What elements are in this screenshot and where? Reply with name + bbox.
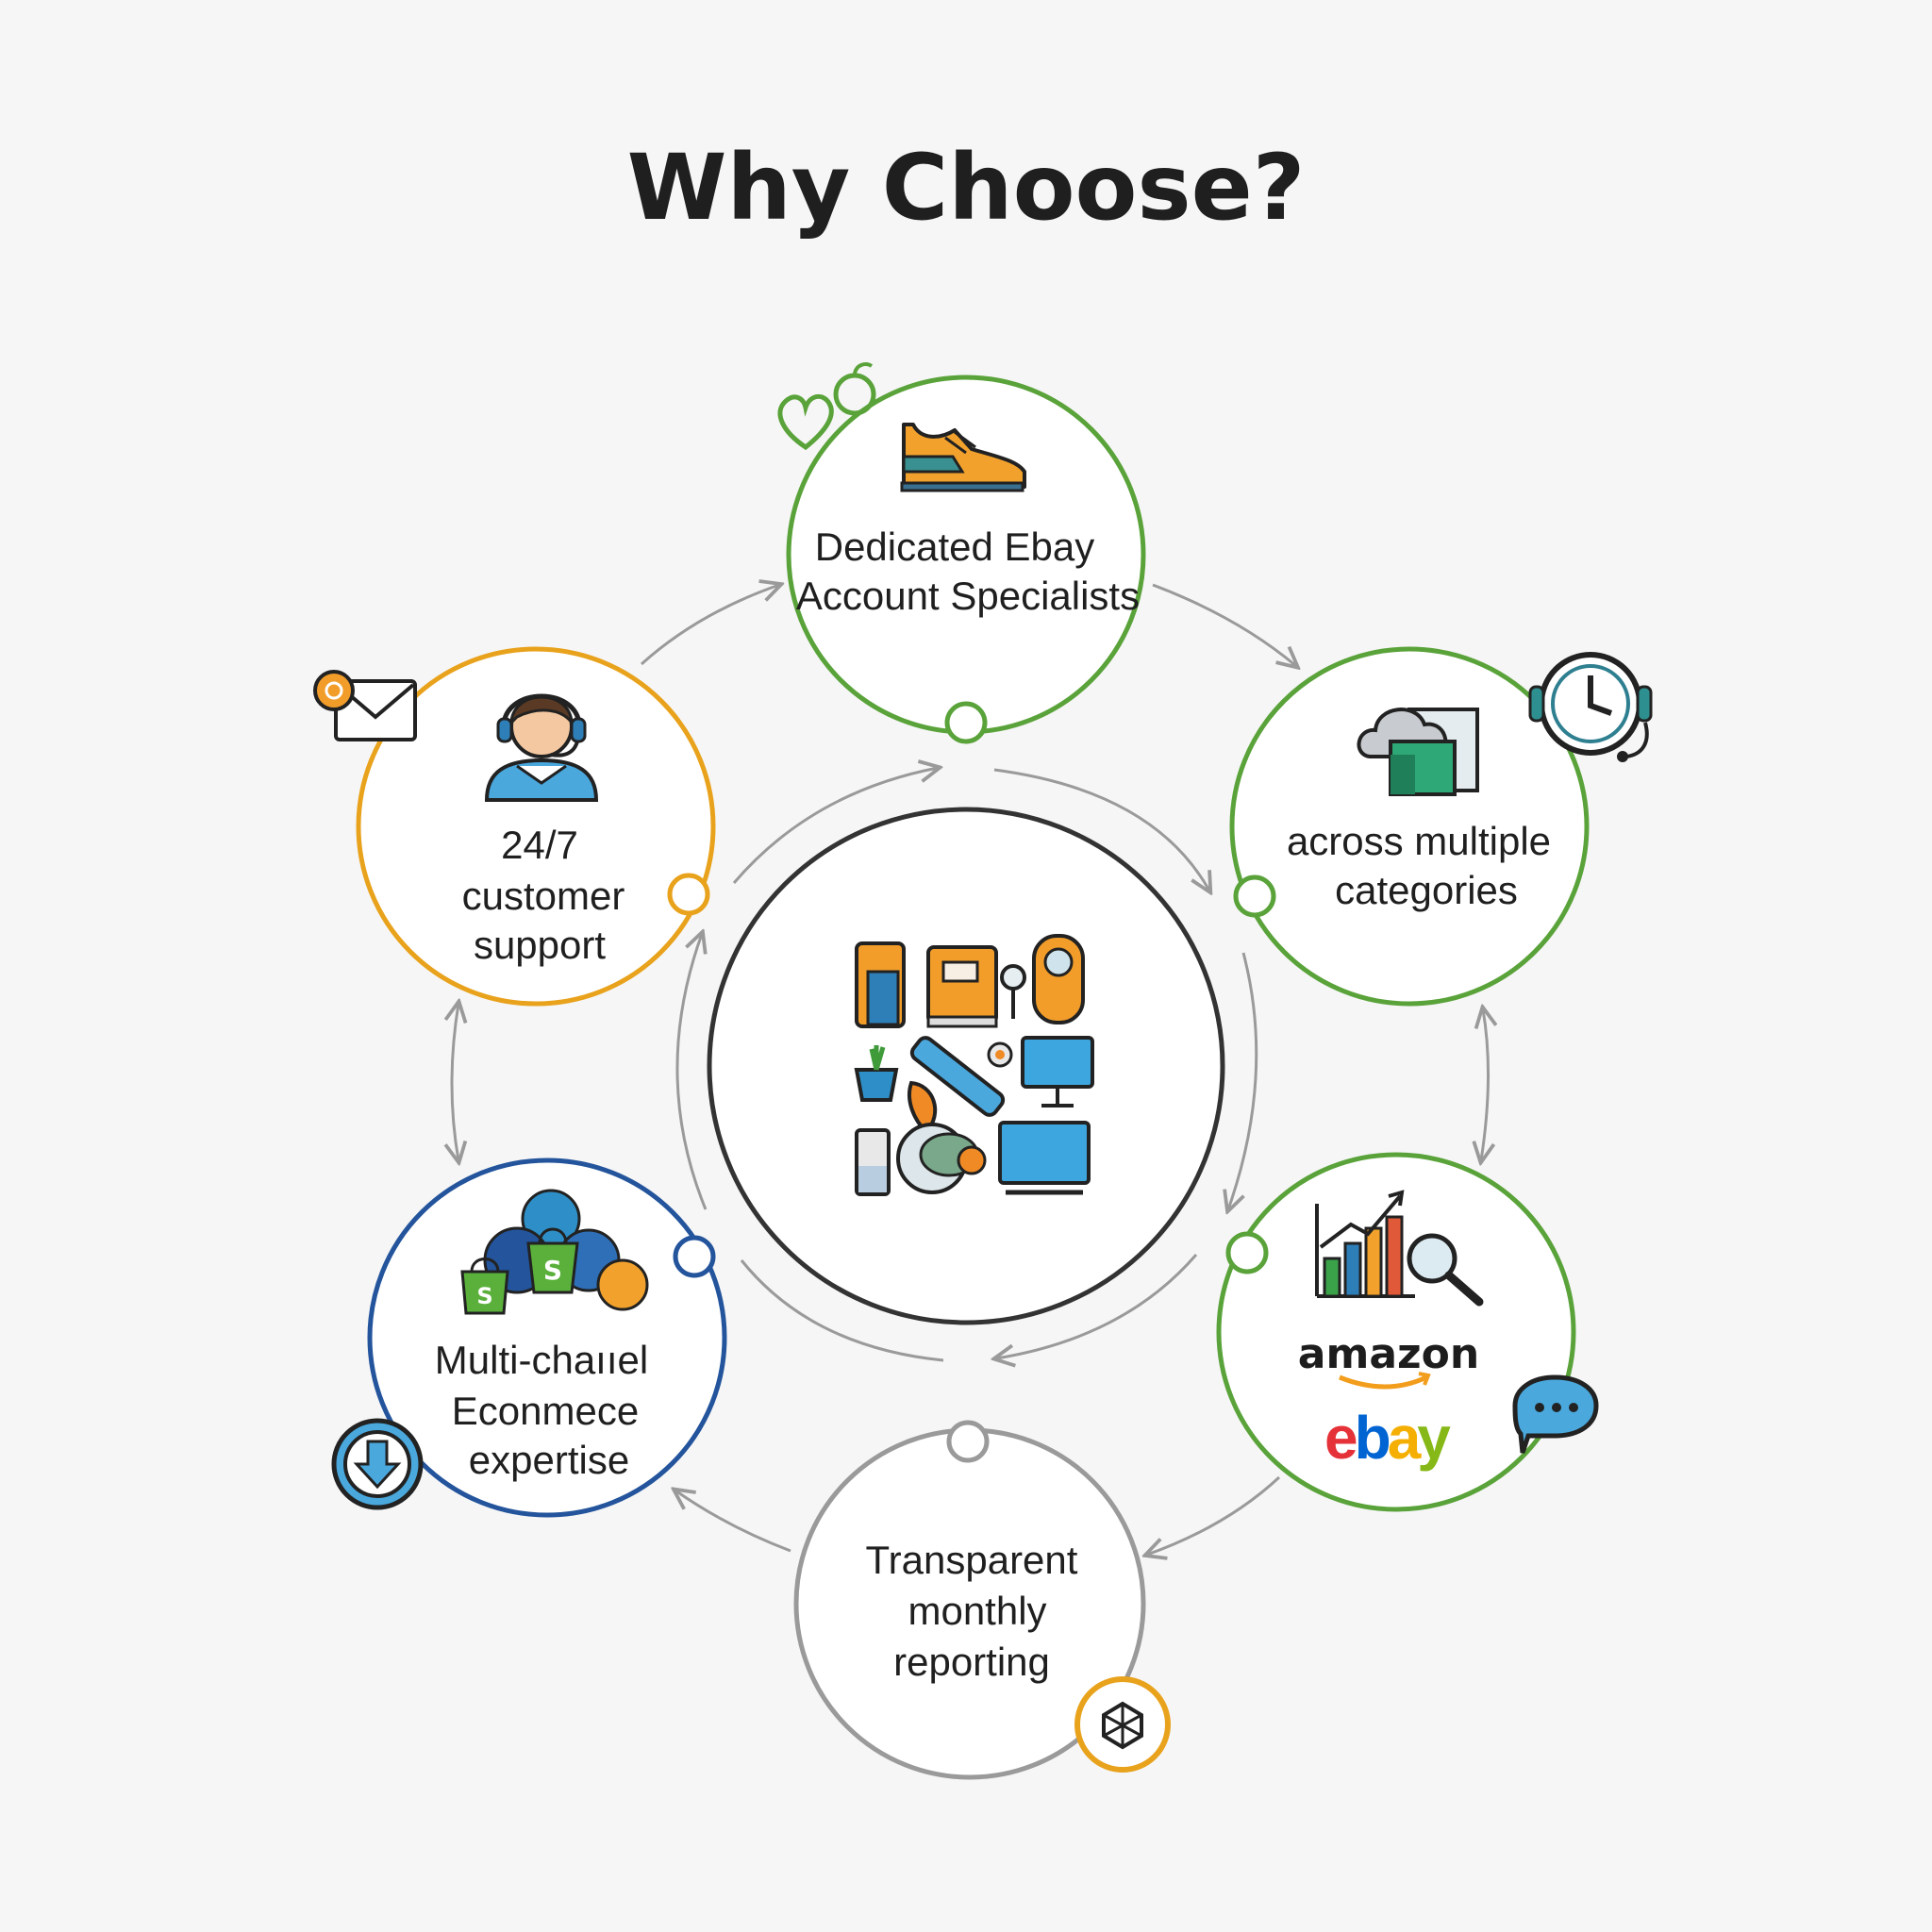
page-title: Why Choose? bbox=[627, 135, 1306, 241]
node-specialists: Dedicated Ebay Account Specialists bbox=[786, 375, 1146, 744]
node-reporting: Transparent monthly reporting bbox=[793, 1420, 1146, 1780]
node-connector-dot bbox=[667, 873, 710, 916]
inner-arrow-support-to-top bbox=[732, 768, 938, 884]
bar-chart-magnifier-icon bbox=[1315, 1190, 1484, 1307]
node-connector-dot bbox=[1233, 874, 1276, 918]
node-support-line-2: customer bbox=[462, 874, 625, 918]
email-icon bbox=[313, 670, 417, 741]
center-hub bbox=[707, 807, 1225, 1325]
svg-text:amazon: amazon bbox=[1298, 1330, 1479, 1378]
inner-arrow-left-up bbox=[675, 934, 706, 1210]
cloud-gallery-icon bbox=[1357, 708, 1479, 796]
svg-text:ebay: ebay bbox=[1324, 1404, 1451, 1472]
node-support-line-1: 24/7 bbox=[501, 823, 578, 867]
node-categories: across multiple categories bbox=[1229, 646, 1590, 1007]
node-specialists-line-2: Account Specialists bbox=[796, 574, 1140, 618]
inner-arrow-top-to-categories bbox=[993, 768, 1209, 891]
heart-apple-icon bbox=[777, 362, 876, 451]
node-reporting-line-2: monthly bbox=[908, 1589, 1046, 1633]
chat-bubble-icon bbox=[1512, 1374, 1599, 1454]
network-badge-icon bbox=[1074, 1676, 1171, 1773]
node-multichannel: S S Multi-chaııel Econmece expertise bbox=[367, 1158, 727, 1518]
node-categories-line-2: categories bbox=[1335, 868, 1518, 912]
alarm-clock-icon bbox=[1528, 652, 1653, 762]
sneaker-icon bbox=[900, 423, 1026, 492]
download-arrow-icon bbox=[331, 1418, 424, 1510]
amazon-logo: amazon bbox=[1298, 1330, 1479, 1390]
outer-arrow-multichannel-support bbox=[452, 1004, 458, 1160]
node-categories-line-1: across multiple bbox=[1287, 819, 1551, 863]
headset-agent-icon bbox=[484, 693, 599, 802]
node-support: 24/7 customer support bbox=[356, 646, 716, 1007]
node-support-line-3: support bbox=[474, 923, 606, 967]
outer-arrow-marketplaces-to-reporting bbox=[1147, 1475, 1281, 1555]
node-multichannel-line-1: Multi-chaııel bbox=[435, 1338, 648, 1382]
inner-arrow-bottom-left bbox=[996, 1254, 1198, 1358]
svg-text:S: S bbox=[543, 1255, 562, 1286]
inner-arrow-right-down bbox=[1228, 952, 1258, 1209]
shopping-bags-icon: S S bbox=[460, 1189, 649, 1315]
product-collage-icon bbox=[854, 934, 1094, 1196]
node-multichannel-line-3: expertise bbox=[469, 1438, 629, 1482]
node-specialists-line-1: Dedicated Ebay bbox=[815, 525, 1095, 569]
svg-text:S: S bbox=[476, 1283, 492, 1309]
node-marketplaces: amazon ebay bbox=[1216, 1152, 1576, 1512]
node-connector-dot bbox=[946, 1420, 990, 1463]
node-connector-dot bbox=[1225, 1231, 1269, 1274]
inner-arrow-bottom-to-left bbox=[740, 1259, 944, 1362]
outer-arrow-reporting-to-multichannel bbox=[675, 1491, 791, 1553]
outer-arrow-support-to-specialists bbox=[640, 585, 779, 666]
outer-arrow-categories-marketplaces bbox=[1481, 1009, 1489, 1160]
node-reporting-line-3: reporting bbox=[893, 1640, 1050, 1684]
connector-arrows bbox=[452, 585, 1489, 1555]
node-reporting-line-1: Transparent bbox=[866, 1538, 1078, 1582]
node-connector-dot bbox=[944, 701, 988, 744]
node-multichannel-line-2: Econmece bbox=[452, 1389, 639, 1433]
outer-arrow-specialists-to-categories bbox=[1152, 583, 1296, 666]
ebay-logo: ebay bbox=[1324, 1404, 1455, 1472]
node-connector-dot bbox=[673, 1235, 716, 1278]
